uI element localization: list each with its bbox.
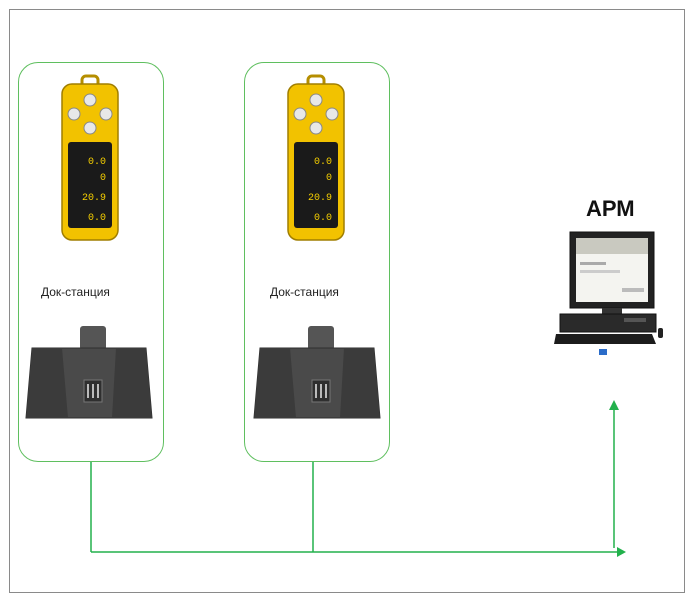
arrow-up-icon bbox=[609, 400, 619, 410]
reading-1a: 0.0 bbox=[88, 157, 106, 168]
status-indicator bbox=[599, 349, 607, 355]
reading-2d: 0.0 bbox=[314, 213, 332, 224]
workstation-computer bbox=[554, 231, 663, 344]
dock-station-2 bbox=[253, 326, 381, 419]
reading-2b: 0 bbox=[326, 173, 332, 184]
diagram-frame bbox=[9, 9, 685, 593]
dock-station-label-1: Док-станция bbox=[41, 285, 110, 299]
reading-1b: 0 bbox=[100, 173, 106, 184]
workstation-title: АРМ bbox=[586, 196, 635, 221]
reading-1d: 0.0 bbox=[88, 213, 106, 224]
dock-station-1 bbox=[25, 326, 153, 419]
reading-2a: 0.0 bbox=[314, 157, 332, 168]
reading-2c: 20.9 bbox=[308, 193, 332, 204]
dock-station-label-2: Док-станция bbox=[270, 285, 339, 299]
gas-detector-2: 0.0 0 20.9 0.0 bbox=[287, 74, 345, 241]
reading-1c: 20.9 bbox=[82, 193, 106, 204]
station-card-2 bbox=[244, 62, 390, 462]
gas-detector-1: 0.0 0 20.9 0.0 bbox=[61, 74, 119, 241]
station-card-1 bbox=[18, 62, 164, 462]
arrow-right-icon bbox=[617, 547, 626, 557]
